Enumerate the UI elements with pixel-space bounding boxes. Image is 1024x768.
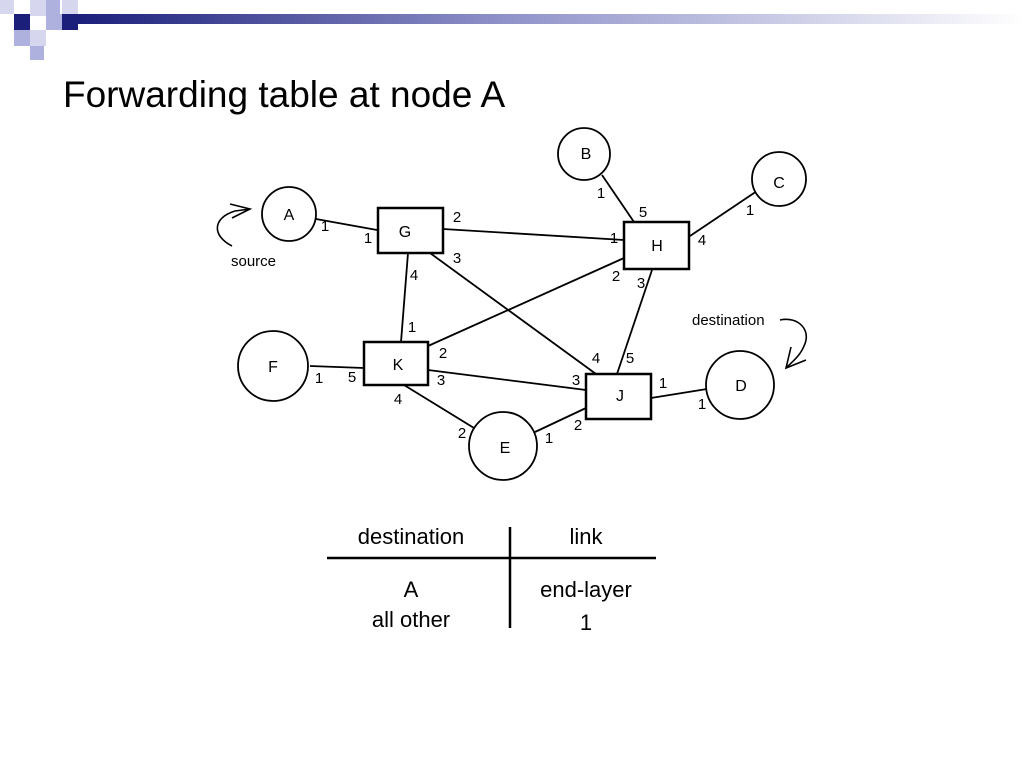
port-label: 4 [698, 232, 706, 249]
node-j [584, 372, 653, 421]
link-g-k [400, 252, 409, 343]
source-arrowhead [229, 203, 253, 219]
port-label: 1 [746, 202, 754, 219]
header-square [46, 0, 60, 14]
port-label: 5 [626, 350, 634, 367]
port-label: 2 [612, 268, 620, 285]
node-c [751, 151, 807, 207]
header-square [62, 14, 78, 30]
port-label: 1 [597, 185, 605, 202]
node-a-label: A [284, 207, 295, 224]
node-d [705, 350, 775, 420]
node-k [362, 340, 430, 387]
link-g-h [442, 228, 625, 241]
port-label: 1 [321, 218, 329, 235]
port-label: 3 [637, 275, 645, 292]
header-square [30, 30, 46, 46]
port-label: 4 [410, 267, 418, 284]
header-decoration [0, 0, 1024, 60]
port-label: 1 [698, 396, 706, 413]
port-label: 1 [545, 430, 553, 447]
port-label: 1 [610, 230, 618, 247]
slide-title: Forwarding table at node A [63, 74, 506, 115]
port-label: 4 [592, 350, 600, 367]
port-label: 5 [348, 369, 356, 386]
header-square [30, 46, 44, 60]
port-label: 1 [315, 370, 323, 387]
header-square [46, 14, 62, 30]
annotation-arrows [216, 203, 807, 370]
node-f-label: F [268, 359, 278, 376]
header-square [62, 0, 78, 16]
destination-arrowhead [784, 346, 807, 370]
table-lines [327, 527, 656, 628]
node-f [237, 330, 309, 402]
node-d-label: D [735, 378, 747, 395]
header-square [14, 30, 30, 46]
port-label: 1 [659, 375, 667, 392]
links [309, 174, 758, 433]
port-label: 3 [572, 372, 580, 389]
port-label: 3 [437, 372, 445, 389]
link-f-k [309, 365, 365, 369]
port-label: 3 [453, 250, 461, 267]
link-h-j [616, 269, 653, 375]
link-k-j [427, 369, 587, 391]
port-label: 1 [408, 319, 416, 336]
link-a-g [315, 218, 378, 231]
node-b-label: B [581, 146, 592, 163]
node-g-label: G [399, 224, 411, 241]
link-e-j [534, 407, 587, 433]
port-label: 5 [639, 204, 647, 221]
port-label: 2 [458, 425, 466, 442]
source-arrow [216, 208, 251, 247]
header-square [14, 14, 30, 30]
node-g [376, 206, 445, 255]
node-c-label: C [773, 175, 785, 192]
link-h-k [427, 257, 625, 347]
port-label: 2 [574, 417, 582, 434]
port-label: 2 [439, 345, 447, 362]
node-h [622, 220, 691, 271]
node-h-label: H [651, 238, 663, 255]
destination-label: destination [692, 312, 765, 329]
node-j-label: J [616, 388, 624, 405]
port-label: 4 [394, 391, 402, 408]
node-e-label: E [500, 440, 511, 457]
link-b-h [601, 174, 635, 223]
node-k-label: K [393, 357, 404, 374]
link-j-d [650, 388, 708, 399]
node-e [468, 411, 538, 481]
source-label: source [231, 253, 276, 270]
link-c-h [689, 190, 758, 237]
link-g-j [429, 252, 597, 375]
node-a [261, 186, 317, 242]
header-square [30, 0, 46, 16]
port-label: 2 [453, 209, 461, 226]
header-square [0, 0, 14, 14]
link-k-e [403, 384, 475, 429]
node-b [557, 127, 611, 181]
port-label: 1 [364, 230, 372, 247]
destination-arrow [779, 318, 807, 369]
header-gradient-bar [77, 14, 1024, 24]
